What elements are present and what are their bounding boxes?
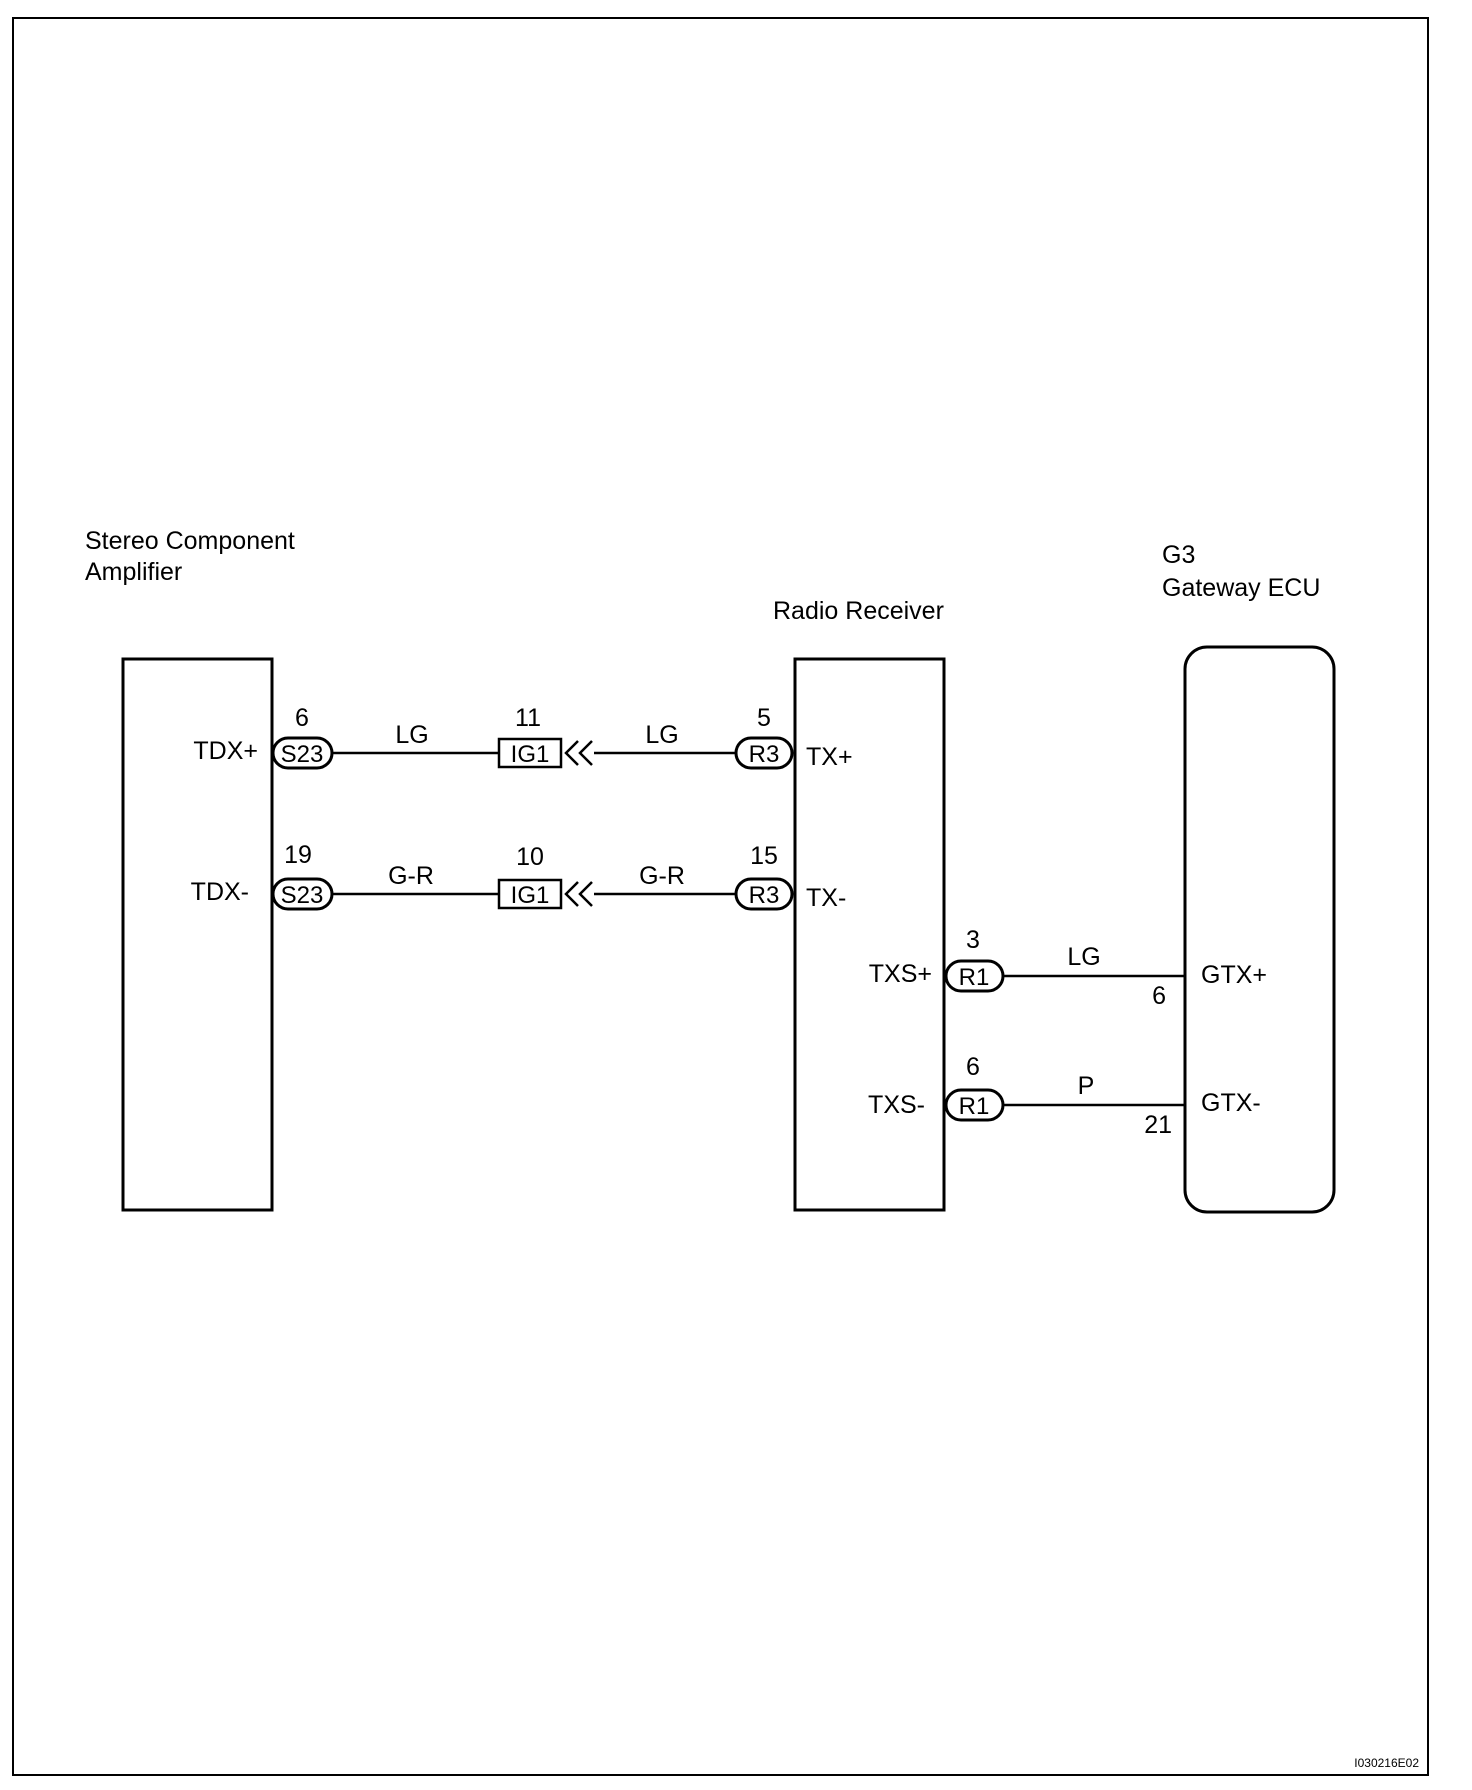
- connector-ig1-plus: [497, 737, 563, 769]
- wire-color-label: LG: [645, 721, 678, 749]
- connector-label: IG1: [511, 741, 550, 768]
- receiver-pin-tx-minus: TX-: [806, 884, 846, 912]
- pin-number: 6: [966, 1053, 980, 1081]
- connector-label: R1: [959, 964, 990, 991]
- gateway-pin-gtx-minus: GTX-: [1201, 1089, 1261, 1117]
- connector-r1-minus: [944, 1088, 1005, 1122]
- wire-color-label: LG: [395, 721, 428, 749]
- connector-chevron-icon: [564, 740, 593, 766]
- connector-r3-minus: [734, 877, 794, 911]
- amplifier-title-line2: Amplifier: [85, 558, 182, 586]
- wire-color-label: P: [1078, 1072, 1095, 1100]
- gateway-title: Gateway ECU: [1162, 574, 1320, 602]
- receiver-title: Radio Receiver: [773, 597, 944, 625]
- pin-number: 6: [295, 704, 309, 732]
- connector-r1-plus: [944, 959, 1005, 993]
- circuit-tdx-plus: S23 6 LG IG1 11 LG R3 5: [271, 704, 794, 770]
- gateway-pin-number-plus: 6: [1152, 982, 1166, 1010]
- amplifier-box: [121, 657, 274, 1212]
- gateway-pin-gtx-plus: GTX+: [1201, 961, 1267, 989]
- connector-chevron-icon: [564, 881, 593, 907]
- connector-label: S23: [281, 741, 324, 768]
- pin-number: 10: [516, 843, 544, 871]
- connector-label: R3: [749, 741, 780, 768]
- connector-s23-minus: [271, 877, 334, 911]
- pin-number: 11: [515, 704, 541, 732]
- amplifier-pin-tdx-plus: TDX+: [193, 737, 258, 765]
- wire-color-label: LG: [1067, 943, 1100, 971]
- amplifier-pin-tdx-minus: TDX-: [191, 878, 249, 906]
- connector-label: R3: [749, 882, 780, 909]
- circuit-txs-minus: R1 6 P: [944, 1053, 1185, 1122]
- amplifier-title-line1: Stereo Component: [85, 527, 295, 555]
- pin-number: 19: [284, 841, 312, 869]
- circuit-txs-plus: R1 3 LG: [944, 926, 1185, 993]
- connector-label: R1: [959, 1093, 990, 1120]
- connector-r3-plus: [734, 736, 794, 770]
- wire-color-label: G-R: [639, 862, 685, 890]
- diagram-border: [12, 17, 1429, 1776]
- wire-color-label: G-R: [388, 862, 434, 890]
- pin-number: 15: [750, 842, 778, 870]
- connector-label: IG1: [511, 882, 550, 909]
- gateway-code: G3: [1162, 541, 1195, 569]
- gateway-box: [1183, 645, 1336, 1214]
- connector-label: S23: [281, 882, 324, 909]
- receiver-pin-txs-minus: TXS-: [868, 1091, 925, 1119]
- pin-number: 5: [757, 704, 771, 732]
- receiver-box: [793, 657, 946, 1212]
- receiver-pin-txs-plus: TXS+: [869, 960, 932, 988]
- connector-s23-plus: [271, 736, 334, 770]
- gateway-pin-number-minus: 21: [1144, 1111, 1172, 1139]
- receiver-pin-tx-plus: TX+: [806, 743, 853, 771]
- pin-number: 3: [966, 926, 980, 954]
- figure-code: I030216E02: [1354, 1756, 1419, 1770]
- connector-ig1-minus: [497, 878, 563, 910]
- circuit-tdx-minus: S23 19 G-R IG1 10 G-R R3 15: [271, 841, 794, 911]
